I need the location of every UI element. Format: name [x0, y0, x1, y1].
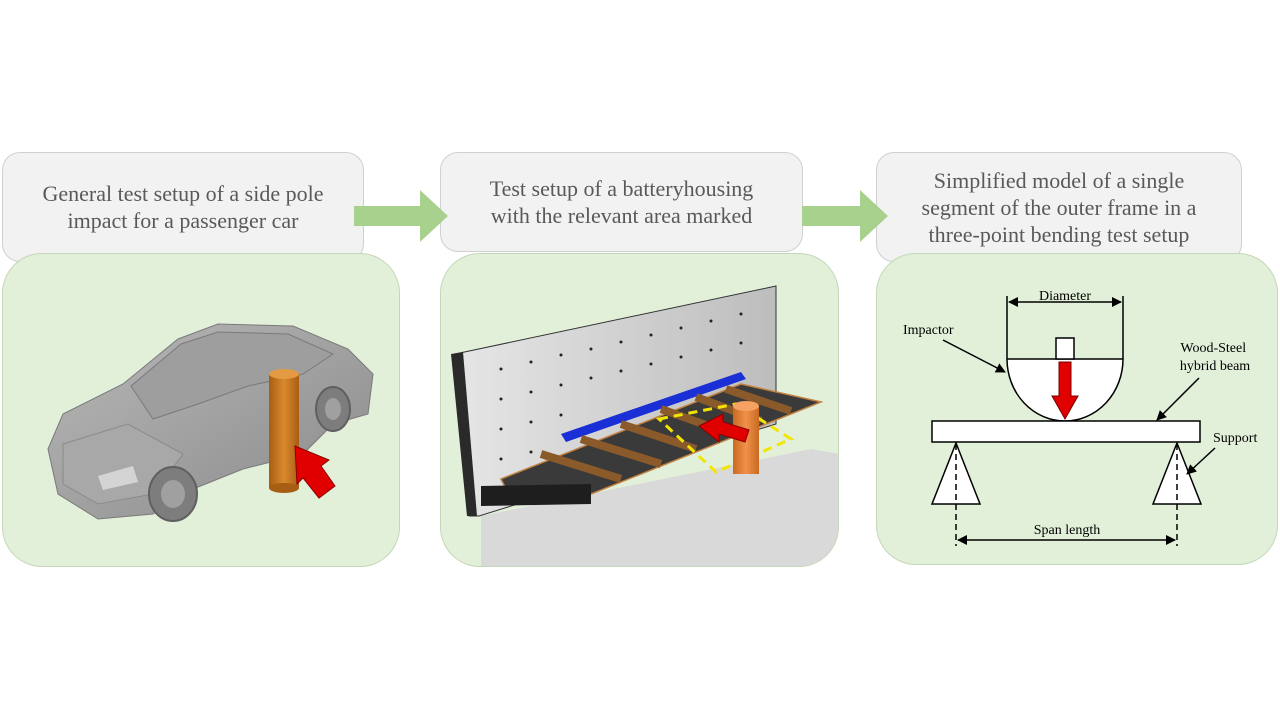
impactor-holder	[1055, 337, 1075, 360]
step1-caption-box: General test setup of a side pole impact…	[2, 152, 364, 262]
step2-caption: Test setup of a batteryhousing with the …	[489, 176, 754, 228]
bending-panel: Diameter Impactor Wood-Steel hybrid beam…	[876, 253, 1278, 565]
car-windows	[130, 331, 335, 420]
step2-caption-box: Test setup of a batteryhousing with the …	[440, 152, 803, 252]
step1-caption: General test setup of a side pole impact…	[42, 181, 324, 233]
housing-blue-edge	[561, 372, 746, 442]
flow-arrow-1	[354, 190, 448, 242]
impactor-label: Impactor	[903, 323, 954, 338]
span-label: Span length	[1034, 523, 1101, 538]
beam-label: Wood-Steel hybrid beam	[1180, 341, 1250, 374]
car-panel	[2, 253, 400, 567]
impact-arrow	[294, 445, 336, 499]
bending-diagram: Diameter Impactor Wood-Steel hybrid beam…	[903, 289, 1257, 546]
hybrid-beam	[931, 420, 1201, 443]
support-label: Support	[1213, 431, 1257, 446]
battery-panel	[440, 253, 839, 567]
step3-caption-box: Simplified model of a single segment of …	[876, 152, 1242, 262]
pole	[269, 374, 299, 488]
impact-arrow	[698, 413, 750, 444]
diameter-label: Diameter	[1039, 289, 1091, 304]
flow-arrow-2	[802, 190, 888, 242]
marked-area	[655, 402, 795, 474]
step3-caption: Simplified model of a single segment of …	[921, 167, 1197, 247]
battery-housing-illustration	[451, 285, 838, 566]
load-arrow	[1051, 361, 1079, 421]
car-illustration	[47, 323, 374, 522]
